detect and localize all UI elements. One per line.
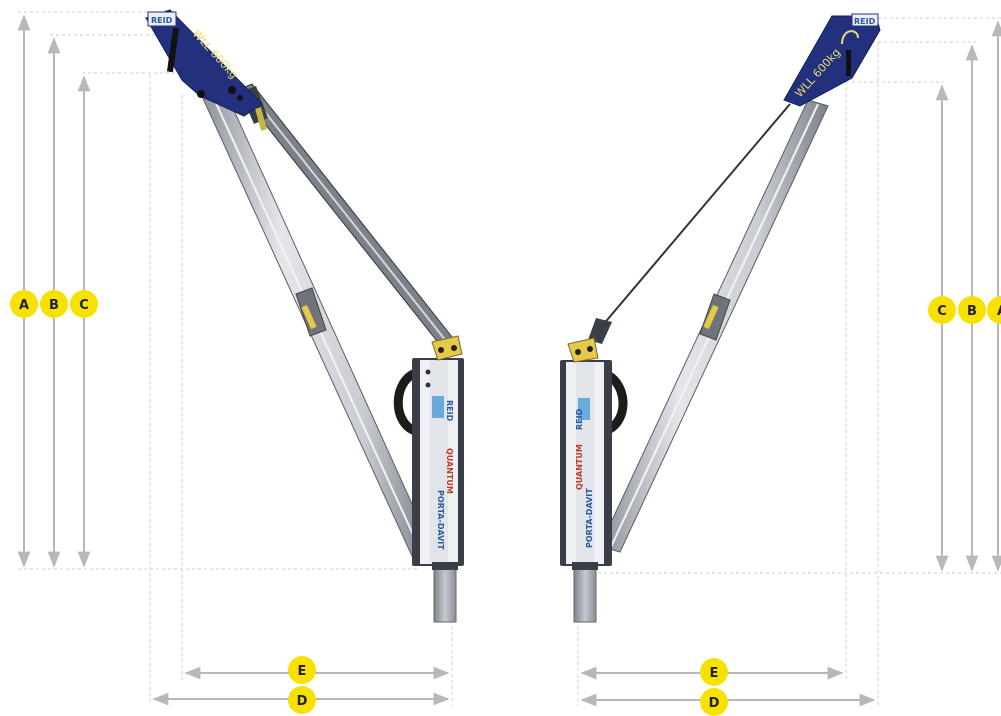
svg-text:B: B [49,298,59,313]
svg-text:B: B [967,304,977,319]
model-text-right: QUANTUM [575,444,584,490]
badge-b-right: B [958,296,986,324]
model-text-left: QUANTUM [445,448,454,494]
winch-cable-right [601,103,791,327]
left-davit: REID WLL 600kg REID QUANTUM PORTA-DAVIT [10,9,464,714]
badge-a-right: A [987,296,1001,324]
svg-text:A: A [19,298,29,313]
right-boom: REID WLL 600kg [783,13,881,107]
left-bracket [431,335,463,361]
left-winch: REID QUANTUM PORTA-DAVIT [393,358,464,566]
svg-text:A: A [997,304,1001,319]
svg-text:E: E [298,664,307,679]
badge-e-left: E [288,656,316,684]
right-mast [599,99,829,553]
right-davit: REID WLL 600kg REID QUANTUM PORTA-DAVIT [560,13,1001,716]
brand-text-left: PORTA-DAVIT [436,490,445,550]
svg-text:C: C [79,298,89,313]
svg-text:E: E [710,666,719,681]
badge-d-left: D [288,686,316,714]
left-mast [199,83,433,557]
logo-badge-right [851,13,879,27]
badge-b-left: B [40,290,68,318]
brand-text-right: PORTA-DAVIT [585,488,594,548]
brand-logo-left: REID [445,400,454,422]
logo-badge-left [147,11,177,27]
left-post [432,562,458,623]
right-winch: REID QUANTUM PORTA-DAVIT [560,360,628,566]
badge-c-right: C [928,296,956,324]
badge-a-left: A [10,290,38,318]
logo-text-right: REID [854,17,876,26]
brand-logo-right: REID [575,408,584,430]
badge-d-right: D [700,688,728,716]
left-boom: REID WLL 600kg [145,9,263,117]
badge-c-left: C [70,290,98,318]
svg-text:C: C [937,304,947,319]
logo-text-left: REID [151,16,173,25]
svg-text:D: D [709,696,720,711]
right-post [572,562,598,623]
badge-e-right: E [700,658,728,686]
svg-text:D: D [297,694,308,709]
right-bracket [567,337,599,363]
